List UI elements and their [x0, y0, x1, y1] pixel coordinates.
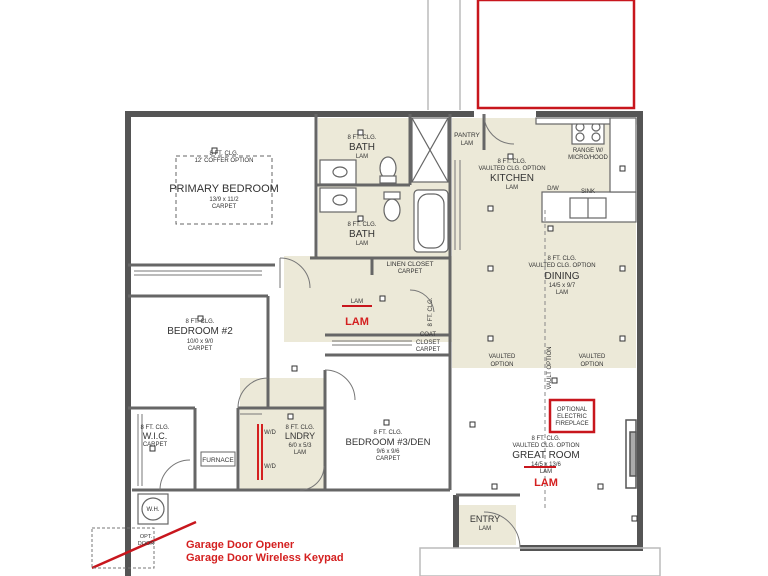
bedroom-2-ceiling: 8 FT. CLG. [185, 319, 214, 325]
fireplace-label-3: FIREPLACE [555, 421, 588, 427]
dining-floor: LAM [556, 290, 568, 296]
great-room-size: 14/5 x 13/6 [531, 462, 561, 468]
coffer-outline [175, 155, 273, 225]
wic-name: W.I.C. [143, 431, 168, 441]
wic-ceiling: 8 FT. CLG. [140, 425, 169, 431]
bedroom-3-floor: CARPET [376, 456, 401, 462]
fireplace-symbol [625, 419, 637, 489]
hall-floor: LAM [351, 299, 363, 305]
kitchen-option: VAULTED CLG. OPTION [478, 166, 545, 172]
garage-keypad-annotation: Garage Door Wireless Keypad [186, 552, 344, 564]
fireplace-label-2: ELECTRIC [557, 414, 587, 420]
opt-door-outline [91, 527, 155, 569]
bath-2-ceiling: 8 FT. CLG. [347, 222, 376, 228]
bath-2-name: BATH [349, 229, 375, 240]
opt-door-label-1: OPT. [140, 534, 153, 540]
great-room-ceiling: 8 FT. CLG. [531, 436, 560, 442]
door-swings [159, 113, 521, 549]
entry-name: ENTRY [470, 514, 500, 524]
coat-closet-2: CLOSET [416, 340, 440, 346]
lam-floor-fills [240, 118, 636, 548]
garage-opener-annotation: Garage Door Opener [186, 539, 295, 551]
primary-bedroom-option: 12' COFFER OPTION [195, 158, 254, 164]
hall-ceiling: 8 FT. CLG. [428, 297, 434, 326]
wic-floor: CARPET [143, 442, 168, 448]
vaulted-option-left-2: OPTION [490, 362, 513, 368]
kitchen-ceiling: 8 FT. CLG. [497, 159, 526, 165]
linen-closet-name: LINEN CLOSET [387, 261, 434, 268]
bath-1-name: BATH [349, 142, 375, 153]
pantry-name: PANTRY [454, 132, 480, 139]
washer-dryer-1: W/D [264, 430, 276, 436]
bedroom-3-ceiling: 8 FT. CLG. [373, 430, 402, 436]
kitchen-name: KITCHEN [490, 173, 534, 184]
bedroom-2-name: BEDROOM #2 [167, 326, 233, 337]
furnace-label: FURNACE [202, 457, 234, 464]
primary-bedroom-floor: CARPET [212, 204, 237, 210]
exterior-lines [419, 0, 661, 576]
laundry-floor: LAM [294, 450, 306, 456]
dining-ceiling: 8 FT. CLG. [547, 256, 576, 262]
vaulted-option-right-1: VAULTED [579, 354, 606, 360]
bath-2-floor: LAM [356, 241, 368, 247]
great-room-option: VAULTED CLG. OPTION [512, 443, 579, 449]
dining-name: DINING [545, 271, 580, 282]
bath-1-ceiling: 8 FT. CLG. [347, 135, 376, 141]
closet-rods [134, 160, 461, 486]
range-label-1: RANGE W/ [573, 148, 604, 154]
washer-dryer-strike [257, 424, 263, 480]
kitchen-floor: LAM [506, 185, 518, 191]
water-heater-label: W.H. [147, 507, 160, 513]
vaulted-option-right-2: OPTION [580, 362, 603, 368]
laundry-size: 6/0 x 5/3 [288, 443, 312, 449]
bedroom-3-name: BEDROOM #3/DEN [346, 437, 431, 448]
furnace-box [200, 451, 236, 467]
fireplace-highlight [548, 398, 596, 434]
linen-closet-floor: CARPET [398, 269, 423, 275]
opt-door-label-2: DOOR [138, 541, 155, 547]
hall-lam-annotation: LAM [345, 316, 369, 328]
range-label-2: MICRO/HOOD [568, 155, 608, 161]
coat-closet-1: COAT [420, 332, 437, 338]
toilet-2 [383, 198, 401, 222]
great-room-floor: LAM [540, 469, 552, 475]
light-fixtures [149, 129, 638, 522]
kitchen-fixtures [535, 117, 637, 223]
fireplace-label-1: OPTIONAL [557, 407, 588, 413]
dining-option: VAULTED CLG. OPTION [528, 263, 595, 269]
laundry-ceiling: 8 FT. CLG. [285, 425, 314, 431]
bathroom-fixtures [319, 117, 449, 253]
laundry-name: LNDRY [285, 431, 315, 441]
sink-label: SINK [581, 189, 595, 195]
vaulted-option-left-1: VAULTED [489, 354, 516, 360]
primary-bedroom-ceiling: 8 FT. CLG. [209, 151, 238, 157]
washer-dryer-2: W/D [264, 464, 276, 470]
garage-door-strike [91, 520, 197, 570]
water-heater [137, 493, 169, 525]
primary-bedroom-size: 13/9 x 11/2 [209, 197, 239, 203]
primary-bedroom-name: PRIMARY BEDROOM [169, 183, 279, 195]
dining-size: 14/5 x 9/7 [549, 283, 576, 289]
interior-walls [128, 114, 520, 497]
great-room-lam-annotation: LAM [534, 477, 558, 489]
entry-floor: LAM [479, 526, 491, 532]
bedroom-2-floor: CARPET [188, 346, 213, 352]
bath-1-floor: LAM [356, 154, 368, 160]
patio-outline [476, 0, 636, 110]
bedroom-2-size: 10/0 x 9/0 [187, 339, 214, 345]
coat-closet-floor: CARPET [416, 347, 441, 353]
pantry-floor: LAM [461, 141, 473, 147]
vaulted-option-vertical: VAULT OPTION [547, 346, 553, 389]
bedroom-3-size: 9/6 x 9/6 [376, 449, 400, 455]
great-room-name: GREAT ROOM [512, 450, 579, 461]
dishwasher-label: D/W [547, 186, 559, 192]
